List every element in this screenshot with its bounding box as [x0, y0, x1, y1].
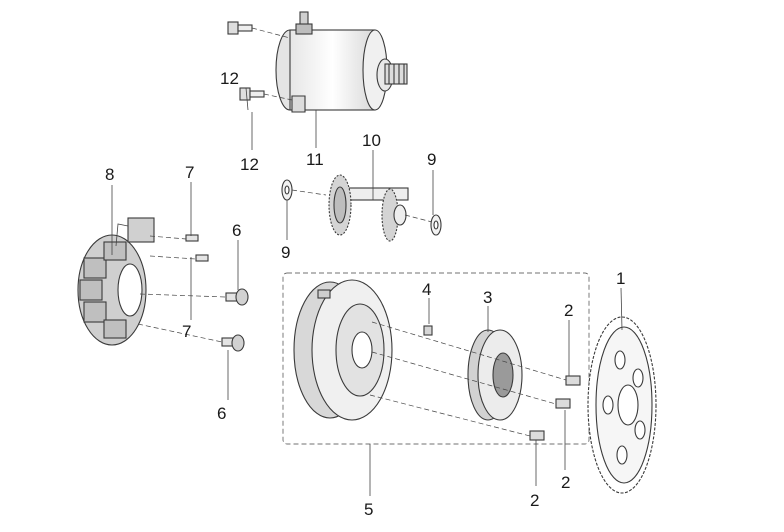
starter-bolt-lower: [239, 87, 293, 101]
callout-11: 11: [306, 150, 324, 169]
callout-6-lower: 6: [217, 404, 226, 423]
callout-8: 8: [105, 165, 114, 184]
clutch-bolt-lower: [529, 430, 545, 441]
clutch-bolt-middle: [555, 398, 571, 409]
callout-5: 5: [364, 500, 373, 519]
callout-12-lower: 12: [240, 155, 259, 174]
stator-screw-upper: [149, 234, 199, 242]
callout-1: 1: [616, 269, 625, 288]
stator-screw-lower: [149, 254, 209, 262]
callout-12-upper: 12: [220, 69, 239, 88]
stator-bolt-upper: [139, 288, 249, 306]
starter-idle-gear: [291, 174, 433, 242]
woodruff-key: [423, 325, 433, 336]
leader-lines: [111, 87, 623, 496]
washer-left: [281, 179, 293, 201]
callout-7-upper: 7: [185, 163, 194, 182]
flywheel-assembly-group-box: [282, 272, 590, 445]
starter-bolt-upper: [227, 21, 291, 39]
callout-7-lower: 7: [182, 322, 191, 341]
callout-6-upper: 6: [232, 221, 241, 240]
callout-10: 10: [362, 131, 381, 150]
washer-right: [430, 214, 442, 236]
callout-2-lower: 2: [530, 491, 539, 510]
callout-2-upper: 2: [564, 301, 573, 320]
callout-4: 4: [422, 280, 431, 299]
starter-motor: [275, 11, 408, 113]
flywheel-rotor: [293, 279, 393, 421]
callout-2-right: 2: [561, 473, 570, 492]
callout-3: 3: [483, 288, 492, 307]
callout-9-upper: 9: [427, 150, 436, 169]
stator-coil: [77, 217, 155, 346]
clutch-bolt-upper: [565, 375, 581, 386]
starter-driven-gear: [587, 316, 657, 494]
stator-bolt-lower: [137, 323, 245, 352]
callout-9-lower: 9: [281, 243, 290, 262]
starter-clutch: [467, 329, 523, 421]
